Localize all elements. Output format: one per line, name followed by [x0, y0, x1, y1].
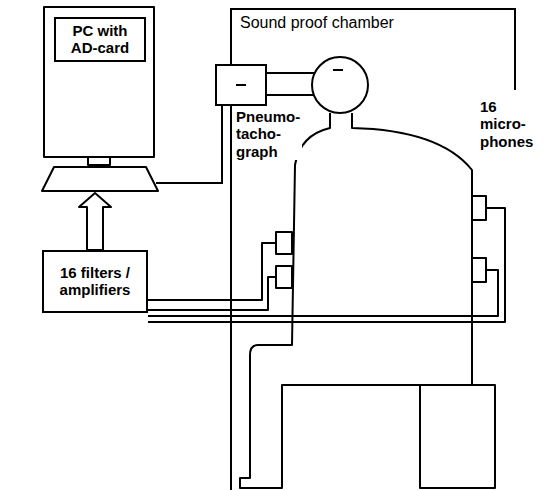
node-text: Sound proof chamber	[238, 14, 396, 32]
mouthpiece-tube	[267, 72, 315, 74]
head	[312, 57, 368, 113]
microphone	[276, 266, 292, 288]
node-text: Pneumo- tacho- graph	[236, 108, 302, 160]
microphone	[472, 196, 486, 220]
microphone-wire	[148, 243, 276, 300]
stool	[420, 385, 495, 488]
mouthpiece-tube	[267, 94, 314, 96]
microphone-wire	[148, 208, 505, 322]
chamber-wall	[514, 8, 516, 90]
microphone	[276, 232, 292, 254]
seated-person	[240, 113, 472, 488]
microphone-wire	[148, 277, 276, 310]
signal-connector	[156, 106, 222, 183]
filter-amplifier-box: 16 filters / amplifiers	[42, 250, 148, 313]
chamber-region: Sound proof chamber	[230, 8, 515, 490]
pc-monitor: PC with AD-card	[40, 5, 160, 193]
pneumotachograph: Pneumo- tacho- graph	[215, 64, 267, 106]
microphone-wire	[148, 270, 498, 316]
face-mark	[333, 69, 343, 71]
node-text: PC with AD-card	[54, 17, 146, 62]
microphone	[472, 258, 486, 282]
node-text: 16 filters / amplifiers	[52, 264, 138, 299]
microphone-label: 16 micro- phones	[480, 98, 538, 150]
signal-connector	[79, 193, 111, 250]
valve-mark	[217, 66, 265, 104]
